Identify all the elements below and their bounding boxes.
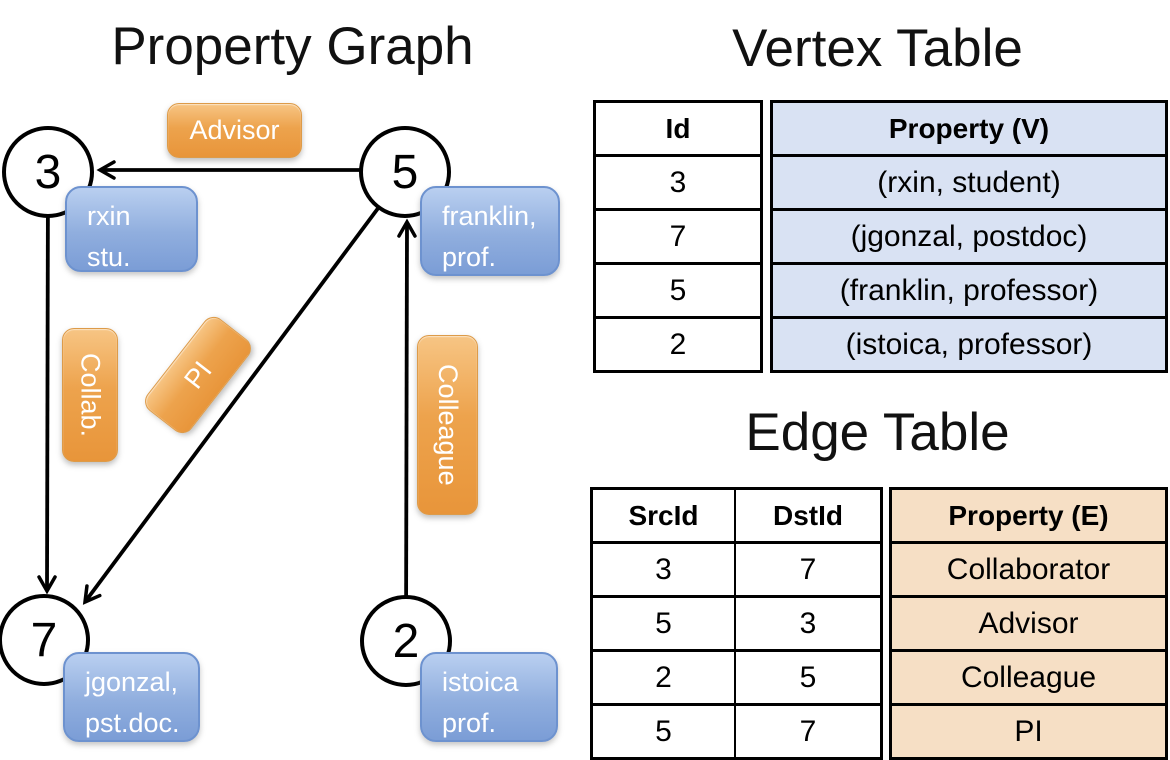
vertex-property-cell: (rxin, student): [877, 165, 1061, 199]
node-id-label: 7: [30, 613, 58, 667]
vertex-property-header: Property (V): [888, 112, 1050, 144]
vertex-property-line: prof.: [442, 707, 497, 738]
graph-node-5: 5: [359, 126, 451, 218]
vertex-property-cell: (franklin, professor): [839, 273, 1099, 307]
node-id-label: 3: [34, 145, 62, 199]
edge-dstid-header: DstId: [773, 499, 843, 531]
edge-line-colleague-2-to-5: [397, 218, 417, 641]
vertex-property-box-2: istoica prof.: [420, 652, 558, 742]
property-graph-panel: Property Graph 3 5 7 2 Advisor Collab. P…: [0, 17, 560, 742]
vertex-property-box-5: franklin, prof.: [420, 186, 560, 276]
edge-dstid-cell: 7: [799, 714, 817, 748]
edge-property-header: Property (E): [948, 499, 1109, 531]
edge-table-property-column: Property (E) Collaborator Advisor Collea…: [889, 487, 1168, 760]
edge-dstid-cell: 5: [799, 660, 817, 694]
vertex-table-title: Vertex Table: [732, 19, 1023, 78]
edge-dstid-cell: 7: [799, 552, 817, 586]
edge-label-colleague: Colleague: [417, 335, 478, 515]
vertex-property-line: istoica: [442, 667, 519, 697]
edge-property-cell: Colleague: [960, 660, 1097, 694]
edge-label-advisor: Advisor: [167, 103, 302, 158]
property-graph-title: Property Graph: [111, 17, 474, 76]
edge-line-pi-5-to-7: [82, 170, 407, 605]
edge-property-cell: Collaborator: [946, 552, 1111, 586]
vertex-property-line: jgonzal,: [85, 667, 179, 697]
edge-line-collab-3-to-7: [37, 171, 57, 595]
vertex-property-cell: (istoica, professor): [845, 327, 1093, 361]
edge-table-title: Edge Table: [745, 403, 1010, 462]
vertex-table: Id 3 7 5 2 Property (V) (rxin, student) …: [593, 100, 1168, 373]
edge-srcid-header: SrcId: [593, 490, 736, 541]
vertex-property-box-3: rxin stu.: [65, 186, 198, 272]
edge-table: SrcId DstId 3 7 5 3 2 5 5 7 Property (E)…: [590, 487, 1168, 760]
edge-srcid-cell: 5: [593, 706, 736, 757]
edge-label-collab: Collab.: [62, 328, 118, 462]
vertex-table-id-column: Id 3 7 5 2: [593, 100, 763, 373]
edge-property-cell: PI: [1014, 714, 1043, 748]
vertex-id-cell: 3: [669, 165, 687, 199]
edge-property-cell: Advisor: [978, 606, 1079, 640]
vertex-property-line: rxin: [87, 201, 131, 231]
vertex-table-property-column: Property (V) (rxin, student) (jgonzal, p…: [770, 100, 1168, 373]
edge-srcid-cell: 3: [593, 544, 736, 595]
graph-edges-canvas: [37, 160, 417, 641]
node-id-label: 2: [392, 614, 420, 668]
vertex-property-line: franklin,: [442, 201, 537, 231]
vertex-id-cell: 5: [669, 273, 687, 307]
vertex-property-line: prof.: [442, 241, 497, 272]
vertex-property-box-7: jgonzal, pst.doc.: [63, 652, 200, 742]
edge-dstid-cell: 3: [799, 606, 817, 640]
vertex-id-cell: 2: [669, 327, 687, 361]
vertex-id-cell: 7: [669, 219, 687, 253]
edge-table-id-columns: SrcId DstId 3 7 5 3 2 5 5 7: [590, 487, 883, 760]
vertex-property-line: pst.doc.: [85, 707, 180, 738]
node-id-label: 5: [391, 145, 419, 199]
graph-node-2: 2: [360, 595, 452, 687]
vertex-property-cell: (jgonzal, postdoc): [850, 219, 1088, 253]
edge-srcid-cell: 2: [593, 652, 736, 703]
vertex-id-header: Id: [665, 112, 691, 144]
vertex-property-line: stu.: [87, 241, 131, 272]
edge-srcid-cell: 5: [593, 598, 736, 649]
